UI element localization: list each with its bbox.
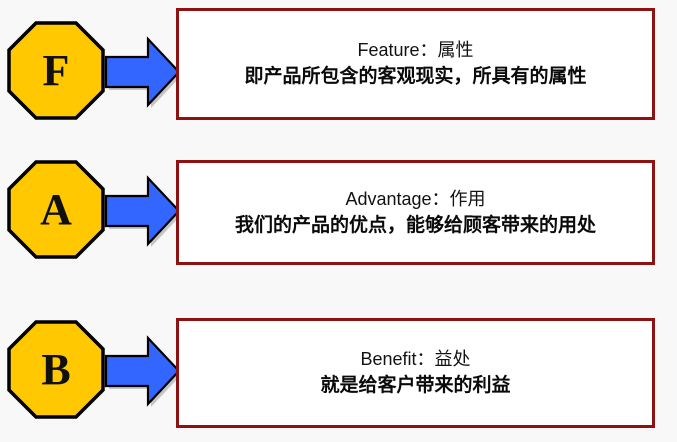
benefit-description: 就是给客户带来的利益 [320, 375, 511, 397]
octagon-shape [7, 160, 105, 259]
badge-letter-benefit: B [41, 344, 71, 394]
arrow-right-icon-advantage [103, 173, 181, 247]
diagram-row-advantage: A Advantage：作用 我们的产品的优点，能够给顾客带来的用处 [0, 152, 677, 307]
diagram-row-feature: F Feature：属性 即产品所包含的客观现实，所具有的属性 [0, 0, 677, 150]
advantage-title: Advantage：作用 [345, 188, 486, 209]
text-box-advantage: Advantage：作用 我们的产品的优点，能够给顾客带来的用处 [176, 160, 655, 265]
text-box-benefit: Benefit：益处 就是给客户带来的利益 [176, 318, 655, 428]
right-arrow-shape [104, 175, 181, 247]
badge-letter-feature: F [42, 45, 70, 95]
right-arrow-shape [104, 36, 181, 108]
advantage-description: 我们的产品的优点，能够给顾客带来的用处 [234, 214, 596, 236]
octagon-badge-benefit[interactable]: B [7, 320, 105, 419]
octagon-shape [7, 320, 105, 419]
diagram-row-benefit: B Benefit：益处 就是给客户带来的利益 [0, 310, 677, 442]
feature-description: 即产品所包含的客观现实，所具有的属性 [244, 66, 587, 88]
text-box-feature: Feature：属性 即产品所包含的客观现实，所具有的属性 [176, 8, 655, 120]
arrow-right-icon-feature [103, 34, 181, 108]
arrow-right-icon-benefit [103, 333, 181, 407]
octagon-badge-feature[interactable]: F [7, 21, 105, 120]
benefit-title: Benefit：益处 [360, 349, 471, 370]
badge-letter-advantage: A [40, 184, 72, 234]
octagon-shape [7, 21, 105, 120]
feature-title: Feature：属性 [357, 40, 474, 61]
octagon-badge-advantage[interactable]: A [7, 160, 105, 259]
right-arrow-shape [104, 335, 181, 407]
